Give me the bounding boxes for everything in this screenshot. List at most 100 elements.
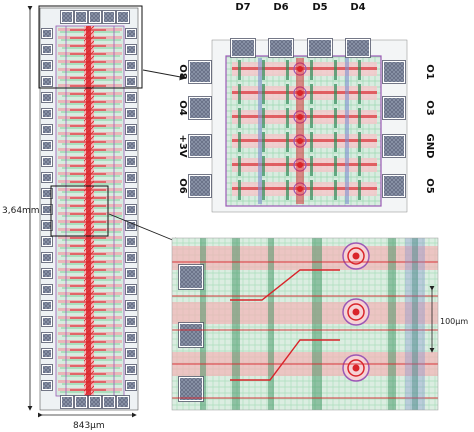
bond-pad bbox=[188, 96, 212, 120]
metal-strap bbox=[70, 29, 106, 31]
metal-strap bbox=[70, 325, 106, 327]
metal-strap bbox=[70, 45, 106, 47]
bond-pad bbox=[125, 172, 137, 183]
bond-pad bbox=[345, 38, 371, 58]
poly-gate bbox=[286, 156, 289, 176]
metal-strap bbox=[232, 67, 377, 70]
bond-pad bbox=[102, 10, 116, 24]
top-pin-label: D4 bbox=[350, 2, 365, 13]
bond-pad bbox=[178, 322, 204, 348]
top-pin-label: D7 bbox=[235, 2, 250, 13]
contact-core bbox=[352, 364, 360, 372]
metal-strap bbox=[70, 245, 106, 247]
bond-pad bbox=[125, 220, 137, 231]
poly-gate bbox=[358, 180, 361, 200]
bond-pad bbox=[41, 236, 53, 247]
metal-strap bbox=[70, 301, 106, 303]
contact-core bbox=[352, 308, 360, 316]
zoom-box-middle bbox=[50, 185, 109, 237]
bond-pad bbox=[41, 76, 53, 87]
bond-pad bbox=[125, 380, 137, 391]
bond-pad bbox=[41, 92, 53, 103]
bond-pad bbox=[188, 134, 212, 158]
right-pin-label: O3 bbox=[424, 100, 435, 116]
metal-strap bbox=[70, 333, 106, 335]
arrow-to-bottom-inset bbox=[108, 213, 181, 244]
bond-pad bbox=[41, 124, 53, 135]
bond-pad bbox=[125, 236, 137, 247]
metal-strap bbox=[70, 285, 106, 287]
bond-pad bbox=[125, 44, 137, 55]
bond-pad bbox=[60, 10, 74, 24]
left-pin-label: O4 bbox=[177, 100, 188, 116]
poly-gate bbox=[310, 84, 313, 104]
inset-right-pads bbox=[382, 60, 406, 198]
metal2-column bbox=[405, 238, 425, 410]
poly-gate bbox=[238, 60, 241, 80]
poly-gate bbox=[262, 108, 265, 128]
poly-gate bbox=[238, 156, 241, 176]
bond-pad bbox=[41, 44, 53, 55]
metal-strap bbox=[70, 141, 106, 143]
metal-strap bbox=[70, 173, 106, 175]
poly-gate bbox=[358, 156, 361, 176]
width-label: 843µm bbox=[73, 421, 105, 431]
metal-route bbox=[230, 269, 340, 301]
bond-pad bbox=[125, 108, 137, 119]
bond-pad bbox=[125, 364, 137, 375]
poly-gate bbox=[262, 180, 265, 200]
bond-pad bbox=[41, 332, 53, 343]
metal-strap bbox=[232, 187, 377, 190]
poly-gate bbox=[262, 156, 265, 176]
metal-strap bbox=[70, 229, 106, 231]
bond-pad bbox=[41, 172, 53, 183]
bond-pad bbox=[125, 140, 137, 151]
poly-column bbox=[312, 238, 322, 410]
metal-strap bbox=[70, 373, 106, 375]
metal-strap bbox=[70, 309, 106, 311]
bond-pad bbox=[41, 204, 53, 215]
poly-gate bbox=[358, 84, 361, 104]
chip-core bbox=[55, 25, 125, 397]
diffusion-band bbox=[172, 302, 438, 324]
chip-side-pads bbox=[41, 28, 137, 391]
metal-strap bbox=[70, 77, 106, 79]
bond-pad bbox=[41, 348, 53, 359]
contact-ring-inner bbox=[347, 303, 365, 321]
bond-pad bbox=[41, 364, 53, 375]
bond-pad bbox=[178, 376, 204, 402]
metal-strap bbox=[70, 205, 106, 207]
poly-gate bbox=[334, 84, 337, 104]
bond-pad bbox=[125, 284, 137, 295]
poly-gate bbox=[286, 180, 289, 200]
poly-gate bbox=[262, 60, 265, 80]
poly-gate bbox=[334, 60, 337, 80]
bond-pad bbox=[382, 96, 406, 120]
bond-pad bbox=[125, 28, 137, 39]
diffusion-band bbox=[172, 246, 438, 270]
metal-strap bbox=[70, 261, 106, 263]
bond-pad bbox=[41, 60, 53, 71]
poly-gate bbox=[358, 132, 361, 152]
metal-strap bbox=[70, 253, 106, 255]
chip-top-pads bbox=[60, 10, 130, 24]
left-pin-label: O8 bbox=[177, 64, 188, 80]
bond-pad bbox=[41, 268, 53, 279]
inset-cell-array bbox=[232, 58, 377, 204]
poly-column bbox=[232, 238, 240, 410]
metal-strap bbox=[70, 133, 106, 135]
metal-strap bbox=[232, 139, 377, 142]
metal-strap bbox=[70, 221, 106, 223]
metal-strap bbox=[232, 91, 377, 94]
poly-column bbox=[412, 238, 418, 410]
metal-strap bbox=[70, 69, 106, 71]
metal-strap bbox=[70, 93, 106, 95]
inset-left-pads bbox=[188, 60, 212, 198]
poly-gate bbox=[238, 180, 241, 200]
metal-strap bbox=[70, 53, 106, 55]
metal-strap bbox=[70, 61, 106, 63]
bond-pad bbox=[188, 60, 212, 84]
bond-pad bbox=[88, 395, 102, 409]
poly-gate bbox=[334, 108, 337, 128]
